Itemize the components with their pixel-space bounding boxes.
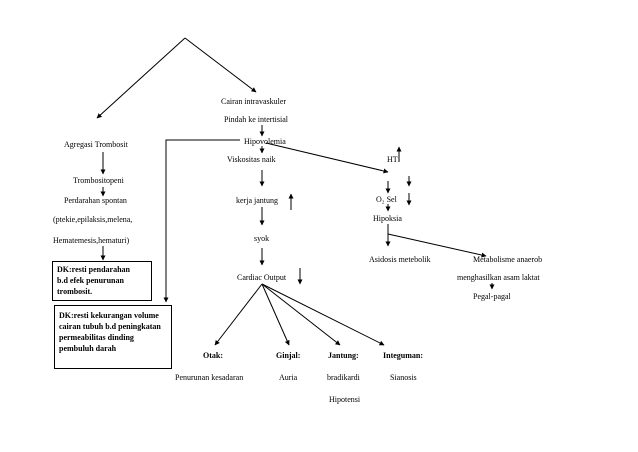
dk-perdarahan-line-2: b.d efek penurunan	[57, 276, 124, 285]
arrow-top-to-cairan	[184, 37, 257, 93]
node-sianosis: Sianosis	[390, 373, 417, 382]
node-asidosis-metebolik: Asidosis metebolik	[369, 255, 431, 264]
dk-perdarahan-line-3: trombosit.	[57, 287, 93, 296]
arrow-hipoksia-metabolisme	[387, 233, 487, 258]
node-menghasilkan-asam-laktat: menghasilkan asam laktat	[457, 273, 540, 282]
dk-perdarahan-line-1: DK:resti pendarahan	[57, 265, 130, 274]
node-metabolisme-anaerob: Metabolisme anaerob	[473, 255, 543, 264]
dk-cairan-line-3: permeabilitas dinding	[59, 333, 134, 342]
node-pegal-pegal: Pegal-pagal	[473, 292, 511, 301]
node-agregasi-trombosit: Agregasi Trombosit	[64, 140, 128, 149]
node-trombositopeni: Trombositopeni	[73, 176, 124, 185]
node-hematemesis: Hematemesis,hematuri)	[53, 236, 130, 245]
arrow-cardiac-integuman	[261, 283, 385, 346]
node-ptekie: (ptekie,epilaksis,melena,	[53, 215, 133, 224]
node-auria: Auria	[279, 373, 298, 382]
node-hipoksia: Hipoksia	[373, 214, 402, 223]
node-penurunan-kesadaran: Penurunan kesadaran	[175, 373, 244, 382]
node-pindah-intertisial: Pindah ke intertisial	[224, 115, 288, 124]
node-cardiac-output: Cardiac Output	[237, 273, 287, 282]
arrow-cardiac-jantung	[261, 283, 341, 346]
dk-cairan-line-4: pembuluh darah	[59, 344, 117, 353]
arrow-top-to-agregasi	[96, 37, 186, 119]
node-perdarahan-spontan: Perdarahan spontan	[64, 196, 127, 205]
node-hipovolemia: Hipovolemia	[244, 137, 286, 146]
node-integuman: Integuman:	[383, 351, 424, 360]
dk-cairan-line-1: DK:resti kekurangan volume	[59, 311, 159, 320]
node-ht: HT	[387, 155, 398, 164]
node-ginjal: Ginjal:	[276, 351, 301, 360]
node-cairan-intravaskuler: Cairan intravaskuler	[221, 97, 287, 106]
arrow-cardiac-ginjal	[261, 283, 290, 346]
node-viskositas-naik: Viskositas naik	[227, 155, 276, 164]
node-bradikardi: bradikardi	[327, 373, 360, 382]
node-kerja-jantung: kerja jantung	[236, 196, 278, 205]
node-syok: syok	[254, 234, 270, 243]
arrow-bracket-dk-cairan	[163, 139, 240, 303]
node-hipotensi: Hipotensi	[329, 395, 361, 404]
arrow-cardiac-otak	[214, 283, 263, 346]
node-o2-sel: O₂ Sel	[376, 195, 397, 204]
diagnosis-box-perdarahan: DK:resti pendarahan b.d efek penurunan t…	[52, 261, 152, 301]
diagnosis-box-cairan: DK:resti kekurangan volume cairan tubuh …	[54, 305, 172, 369]
node-jantung: Jantung:	[328, 351, 359, 360]
dk-cairan-line-2: cairan tubuh b.d peningkatan	[59, 322, 161, 331]
arrow-hipovolemia-ht	[265, 142, 389, 174]
node-otak: Otak:	[203, 351, 223, 360]
